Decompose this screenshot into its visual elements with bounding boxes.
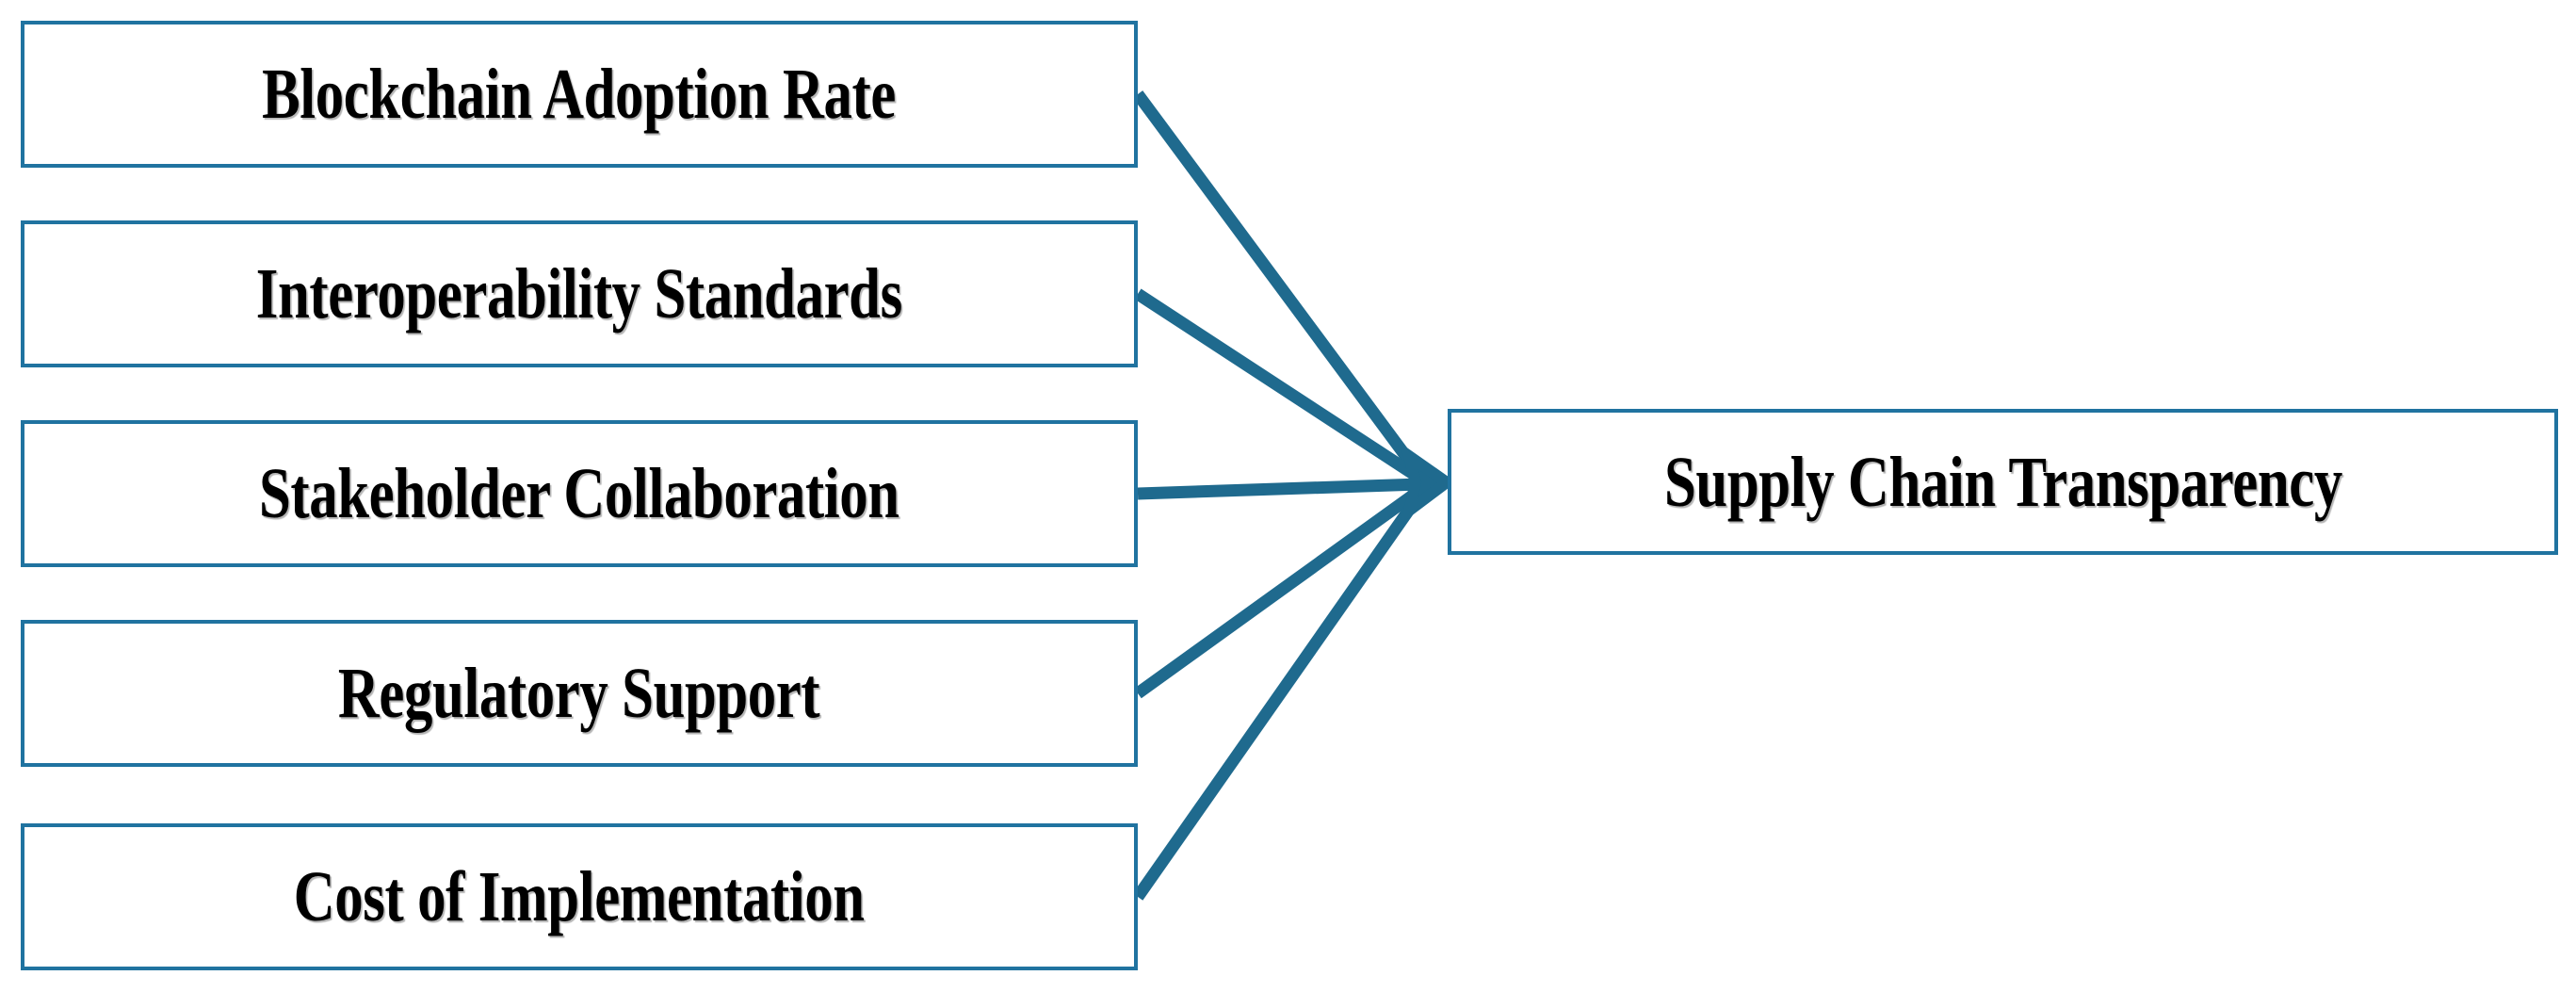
node-cost-of-implementation[interactable]: Cost of Implementation bbox=[21, 823, 1138, 970]
edge-cost-of-implementation-to-supply-chain-transparency bbox=[1132, 490, 1426, 901]
node-stakeholder-collaboration[interactable]: Stakeholder Collaboration bbox=[21, 420, 1138, 567]
node-regulatory-support[interactable]: Regulatory Support bbox=[21, 620, 1138, 767]
node-interoperability-standards[interactable]: Interoperability Standards bbox=[21, 220, 1138, 367]
node-label: Blockchain Adoption Rate bbox=[262, 55, 897, 134]
edge-interoperability-standards-to-supply-chain-transparency bbox=[1134, 288, 1424, 484]
node-label: Stakeholder Collaboration bbox=[259, 454, 899, 533]
node-label: Interoperability Standards bbox=[255, 254, 903, 333]
arrowhead-icon bbox=[1400, 442, 1457, 525]
node-label: Supply Chain Transparency bbox=[1663, 442, 2342, 522]
node-label: Cost of Implementation bbox=[294, 857, 865, 936]
edge-stakeholder-collaboration-to-supply-chain-transparency bbox=[1137, 478, 1421, 500]
node-label: Regulatory Support bbox=[338, 654, 820, 733]
edge-blockchain-adoption-rate-to-supply-chain-transparency bbox=[1132, 90, 1426, 480]
edge-regulatory-support-to-supply-chain-transparency bbox=[1134, 484, 1424, 699]
node-blockchain-adoption-rate[interactable]: Blockchain Adoption Rate bbox=[21, 21, 1138, 168]
node-supply-chain-transparency[interactable]: Supply Chain Transparency bbox=[1448, 409, 2558, 555]
